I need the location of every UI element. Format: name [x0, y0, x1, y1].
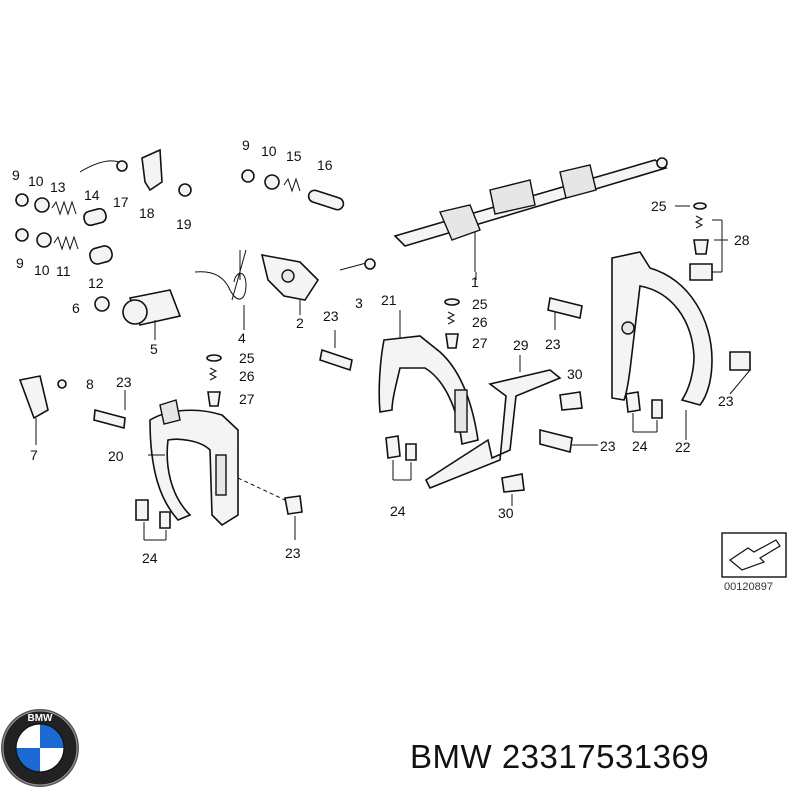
label-29: 29 — [513, 337, 529, 353]
label-25-c: 25 — [651, 198, 667, 214]
clips-24-right — [625, 391, 663, 419]
arrow-icon — [728, 539, 781, 571]
label-30-b: 30 — [498, 505, 514, 521]
detent-group-top-left — [15, 148, 192, 227]
label-2: 2 — [296, 315, 304, 331]
bolts-30 — [501, 391, 583, 493]
label-20: 20 — [108, 448, 124, 464]
label-3: 3 — [355, 295, 363, 311]
label-24-c: 24 — [632, 438, 648, 454]
shift-fork-20 — [149, 399, 239, 527]
part-number: 23317531369 — [501, 738, 710, 775]
clips-24-left — [135, 499, 171, 529]
leader-lines — [35, 205, 751, 541]
label-10-c: 10 — [261, 143, 277, 159]
label-23-c: 23 — [323, 308, 339, 324]
part-labels: 1 2 3 4 5 6 7 8 9 9 9 10 10 10 11 12 13 … — [12, 137, 750, 566]
label-8: 8 — [86, 376, 94, 392]
label-9-a: 9 — [12, 167, 20, 183]
bmw-logo: BMW — [1, 709, 79, 787]
label-25-b: 25 — [472, 296, 488, 312]
bracket-group-left — [18, 375, 67, 420]
label-25-a: 25 — [239, 350, 255, 366]
label-13: 13 — [50, 179, 66, 195]
pin-23-right — [547, 297, 751, 371]
label-5: 5 — [150, 341, 158, 357]
brand-name: BMW — [410, 738, 493, 775]
detent-group-mid-left — [15, 228, 113, 265]
spring-lever-group — [194, 249, 376, 301]
shift-fork-21 — [378, 335, 479, 445]
label-7: 7 — [30, 447, 38, 463]
label-21: 21 — [381, 292, 397, 308]
diagram-code: 00120897 — [724, 581, 773, 593]
label-23-f: 23 — [718, 393, 734, 409]
bushing-group — [94, 289, 182, 326]
label-24-a: 24 — [142, 550, 158, 566]
plate-29 — [424, 369, 562, 490]
label-26-a: 26 — [239, 368, 255, 384]
label-18: 18 — [139, 205, 155, 221]
shift-fork-22 — [611, 251, 713, 406]
label-28: 28 — [734, 232, 750, 248]
label-23-b: 23 — [285, 545, 301, 561]
label-12: 12 — [88, 275, 104, 291]
label-15: 15 — [286, 148, 302, 164]
label-26-b: 26 — [472, 314, 488, 330]
label-10-a: 10 — [28, 173, 44, 189]
label-11: 11 — [56, 263, 71, 279]
pin-23-mid — [319, 348, 353, 372]
label-4: 4 — [238, 330, 246, 346]
pin-23-left — [93, 408, 303, 515]
label-10-b: 10 — [34, 262, 50, 278]
label-27-b: 27 — [472, 335, 488, 351]
detent-group-left-bottom — [206, 354, 222, 407]
label-17: 17 — [113, 194, 129, 210]
detent-group-top-mid — [241, 169, 345, 211]
label-16: 16 — [317, 157, 333, 173]
detent-group-right — [689, 202, 713, 281]
label-30-a: 30 — [567, 366, 583, 382]
label-23-a: 23 — [116, 374, 132, 390]
pin-23-mid-right — [539, 428, 573, 454]
part-caption: BMW 23317531369 — [410, 738, 709, 776]
label-14: 14 — [84, 187, 100, 203]
diagram-code-box: 00120897 — [721, 532, 787, 593]
label-19: 19 — [176, 216, 192, 232]
label-22: 22 — [675, 439, 691, 455]
shift-shaft — [393, 157, 668, 272]
label-27-a: 27 — [239, 391, 255, 407]
clips-24-mid — [385, 435, 417, 461]
label-23-e: 23 — [600, 438, 616, 454]
label-1: 1 — [471, 274, 479, 290]
detent-group-mid — [444, 298, 460, 349]
label-24-b: 24 — [390, 503, 406, 519]
label-6: 6 — [72, 300, 80, 316]
label-23-d: 23 — [545, 336, 561, 352]
label-9-c: 9 — [242, 137, 250, 153]
label-9-b: 9 — [16, 255, 24, 271]
logo-text: BMW — [28, 713, 54, 724]
